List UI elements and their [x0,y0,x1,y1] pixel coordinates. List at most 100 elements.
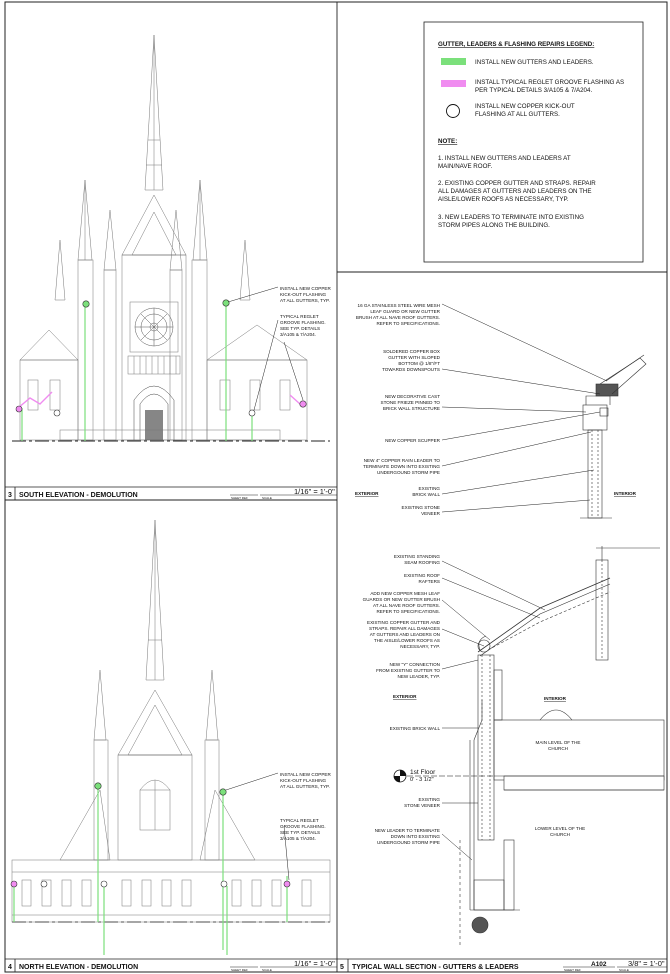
north-scale: 1/16" = 1'-0" [294,959,335,968]
south-note-kickout-l2: KICK-OUT FLASHING [280,292,327,297]
note-2-line1: 2. EXISTING COPPER GUTTER AND STRAPS. RE… [438,180,596,187]
main-level-l2: CHURCH [548,746,568,751]
callout-mesh-guard-l1: ADD NEW COPPER MESH LEAF [370,591,440,596]
south-note-kickout-l3: AT ALL GUTTERS, TYP. [280,298,330,303]
callout-frieze-l2: STONE FRIEZE PINNED TO [381,400,441,405]
north-note-reglet-l2: GROOVE FLASHING. [280,824,326,829]
north-elevation-markup [10,772,291,955]
floor-elevation: 0' - 3 1/2" [410,777,434,783]
callout-brick-l1: EXISTING [419,486,441,491]
legend-item-reglet-line1: INSTALL TYPICAL REGLET GROOVE FLASHING A… [475,79,624,86]
lower-level-l1: LOWER LEVEL OF THE [535,826,585,831]
section-callouts-lower: EXISTING STANDING SEAM ROOFING EXISTING … [363,554,441,845]
kick-out-circle-icon [446,104,460,118]
section-sheet-ref: SHEET REF [564,968,581,972]
south-elevation-drawing [12,34,330,442]
callout-existing-gutter-l5: NECESSARY, TYP. [400,644,440,649]
north-sheet-ref: SHEET REF [231,968,248,972]
callout-scupper: NEW COPPER SCUPPER [385,438,441,443]
legend-swatch-reglet [441,80,466,87]
callout-seam-l1: EXISTING STANDING [394,554,441,559]
callout-mesh-l2: LEAF GUARD OR NEW GUTTER [370,309,440,314]
callout-y-connection-l2: FROM EXISTING GUTTER TO [376,668,440,673]
section-view-title: TYPICAL WALL SECTION - GUTTERS & LEADERS [352,964,519,971]
callout-veneer-l1: EXISTING STONE [402,505,440,510]
south-sheet-ref: SHEET REF [231,496,248,500]
south-note-reglet-l2: GROOVE FLASHING. [280,320,326,325]
north-scale-label: SCALE [262,968,272,972]
callout-y-connection-l1: NEW "Y" CONNECTION [390,662,440,667]
note-1-line1: 1. INSTALL NEW GUTTERS AND LEADERS AT [438,155,571,162]
south-note-reglet-l1: TYPICAL REGLET [280,314,319,319]
section-title-bar: 5 TYPICAL WALL SECTION - GUTTERS & LEADE… [337,958,667,972]
callout-frieze-l3: BRICK WALL STRUCTURE [383,406,440,411]
north-note-kickout-l3: AT ALL GUTTERS, TYP. [280,784,330,789]
note-3-line2: STORM PIPES ALONG THE BUILDING. [438,222,550,229]
south-title-bar: 3 SOUTH ELEVATION - DEMOLUTION SHEET REF… [5,486,337,500]
floor-name: 1st Floor [410,769,436,776]
legend-item-kickout-line1: INSTALL NEW COPPER KICK-OUT [475,103,575,110]
south-note-reglet-l4: 3/A105 & 7/A204. [280,332,316,337]
callout-box-gutter-l4: TOWARDS DOWNSPOUTS [382,367,440,372]
interior-label-upper: INTERIOR [614,491,637,496]
callout-mesh-l1: 16 GA STAINLESS STEEL WIRE MESH [358,303,440,308]
section-leader-lines [441,303,608,861]
wall-section-drawing [459,354,665,945]
note-2-line2: ALL DAMAGES AT GUTTERS AND LEADERS ON TH… [438,188,591,195]
callout-veneer-l2: VENEER [421,511,441,516]
section-scale: 3/8" = 1'-0" [628,959,665,968]
north-note-reglet-l3: SEE TYP. DETAILS [280,830,320,835]
north-note-kickout-l2: KICK-OUT FLASHING [280,778,327,783]
callout-new-leader-l1: NEW LEADER TO TERMINATE [375,828,440,833]
callout-existing-gutter-l1: EXISTING COPPER GUTTER AND [367,620,441,625]
callout-leader-l3: UNDERGOUND STORM PIPE [377,470,440,475]
callout-mesh-guard-l3: AT ALL NAVE ROOF GUTTERS. [373,603,440,608]
south-view-title: SOUTH ELEVATION - DEMOLUTION [19,492,138,499]
callout-seam-l2: SEAM ROOFING [404,560,440,565]
exterior-label-lower: EXTERIOR [393,694,417,699]
south-view-number: 3 [8,492,12,499]
callout-mesh-guard-l2: GUARDS OR NEW GUTTER BRUSH [363,597,440,602]
main-level-l1: MAIN LEVEL OF THE [536,740,581,745]
callout-existing-gutter-l4: THE AISLE/LOWER ROOFS AS [374,638,440,643]
south-note-reglet-l3: SEE TYP. DETAILS [280,326,320,331]
north-view-title: NORTH ELEVATION - DEMOLUTION [19,964,138,971]
callout-mesh-l3: BRUSH AT ALL NAVE ROOF GUTTERS. [356,315,440,320]
callout-mesh-l4: REFER TO SPECIFICATIONS. [376,321,440,326]
lower-level-l2: CHURCH [550,832,570,837]
legend-box [423,21,644,263]
callout-frieze-l1: NEW DECORATIVE CAST [385,394,440,399]
note-title: NOTE: [438,138,457,145]
north-title-bar: 4 NORTH ELEVATION - DEMOLUTION SHEET REF… [5,958,337,972]
south-elevation-markup [15,286,307,441]
north-note-reglet-l4: 3/A105 & 7/A204. [280,836,316,841]
callout-brick-l2: BRICK WALL [412,492,440,497]
legend-panel: GUTTER, LEADERS & FLASHING REPAIRS LEGEN… [423,21,644,263]
legend-swatch-gutters [441,58,466,65]
interior-label-lower: INTERIOR [544,696,567,701]
callout-box-gutter-l2: GUTTER WITH SLOPED [388,355,440,360]
callout-rafters-l2: RAFTERS [419,579,440,584]
section-view-number: 5 [340,964,344,971]
callout-mesh-guard-l4: REFER TO SPECIFICATIONS. [376,609,440,614]
callout-leader-l2: TERMINATE DOWN INTO EXISTING [363,464,440,469]
callout-existing-gutter-l2: STRAPS. REPAIR ALL DAMAGES [369,626,440,631]
callout-veneer-lower-l2: STONE VENEER [404,803,441,808]
south-scale: 1/16" = 1'-0" [294,487,335,496]
callout-existing-gutter-l3: AT GUTTERS AND LEADERS ON [370,632,440,637]
floor-datum-marker [393,769,494,783]
legend-item-reglet-line2: PER TYPICAL DETAILS 3/A105 & 7/A204. [475,87,592,94]
exterior-label-upper: EXTERIOR [355,491,379,496]
north-view-number: 4 [8,964,12,971]
north-note-kickout-l1: INSTALL NEW COPPER [280,772,331,777]
legend-item-kickout-line2: FLASHING AT ALL GUTTERS. [475,111,560,118]
section-scale-label: SCALE [619,968,629,972]
south-scale-label: SCALE [262,496,272,500]
callout-new-leader-l2: DOWN INTO EXISTING [391,834,441,839]
callout-leader-l1: NEW 4" COPPER RAIN LEADER TO [364,458,441,463]
callout-brick-wall-lower: EXISTING BRICK WALL [390,726,441,731]
note-2-line3: AISLE/LOWER ROOFS AS NECESSARY, TYP. [438,196,569,203]
callout-y-connection-l3: NEW LEADER, TYP. [398,674,440,679]
south-note-kickout-l1: INSTALL NEW COPPER [280,286,331,291]
